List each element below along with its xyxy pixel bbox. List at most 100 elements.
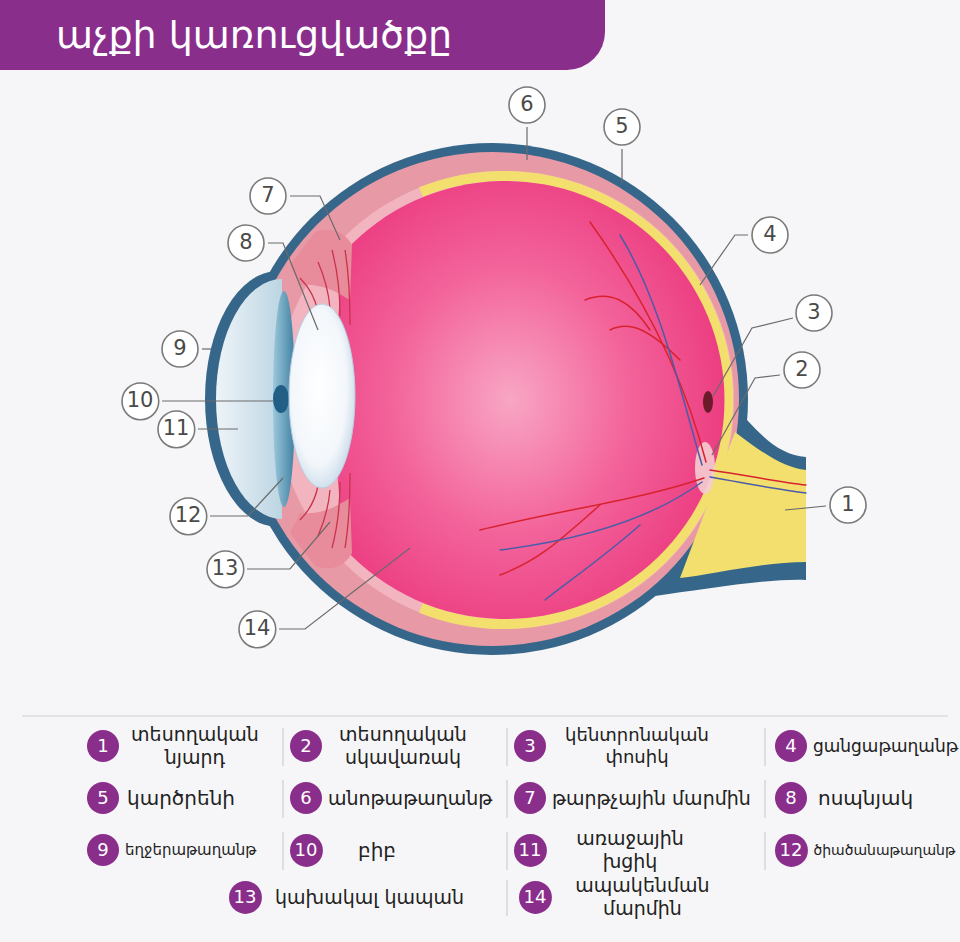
- legend-badge: 10: [290, 834, 323, 867]
- legend-text: տեսողական սկավառակ: [328, 723, 478, 769]
- legend-item: 6անոթաթաղանթ: [290, 782, 492, 814]
- legend-badge-fill: [290, 834, 323, 867]
- zonule-fiber: [318, 262, 330, 308]
- legend-text: առաջային խցիկ: [555, 827, 705, 873]
- callout-number: 8: [227, 224, 265, 262]
- legend-text: ոսպնյակ: [818, 786, 913, 810]
- legend-number: 13: [234, 888, 257, 906]
- legend-text: կարծրենի: [127, 786, 235, 810]
- leader-line: [202, 348, 211, 349]
- callout-number-text: 5: [615, 115, 628, 138]
- vitreous-body: [335, 181, 724, 619]
- leader-line: [198, 428, 238, 429]
- callout-number: 7: [249, 177, 287, 215]
- legend-number: 9: [97, 841, 108, 859]
- leader-line: [162, 400, 274, 401]
- legend-badge-fill: [519, 881, 552, 914]
- legend-badge-fill: [87, 730, 119, 762]
- callout-number: 12: [169, 497, 208, 536]
- legend-text: կախակալ կապան: [275, 886, 464, 909]
- legend-text: տեսողական նյարդ: [125, 723, 265, 769]
- callout-number-text: 7: [261, 184, 274, 207]
- blood-vessel: [500, 482, 702, 550]
- legend-badge-fill: [514, 730, 546, 762]
- callout-circle-outline: [207, 551, 244, 588]
- legend-badge: 7: [514, 782, 546, 814]
- callout-circle-outline: [784, 352, 820, 388]
- legend-text: ցանցաթաղանթ: [813, 736, 958, 756]
- callout-circle-outline: [604, 109, 640, 145]
- blood-vessel: [620, 235, 702, 465]
- legend-text: ծիածանաթաղանթ: [813, 842, 953, 859]
- legend-badge: 8: [775, 782, 807, 814]
- callout-number: 9: [161, 330, 199, 368]
- callout-circle-outline: [170, 498, 207, 535]
- legend-badge-fill: [290, 730, 322, 762]
- lens: [289, 304, 355, 488]
- legend-badge-fill: [514, 834, 547, 867]
- legend-item: 5կարծրենի: [87, 782, 235, 814]
- callout-number: 2: [783, 351, 821, 389]
- callout-circle-outline: [122, 383, 159, 420]
- legend-badge-fill: [290, 782, 322, 814]
- blood-vessel: [585, 296, 650, 330]
- legend-text: բիբ: [358, 838, 396, 862]
- callout-number-text: 6: [520, 93, 533, 116]
- anterior-chamber: [216, 279, 282, 519]
- leader-line: [785, 506, 826, 510]
- legend-number: 4: [785, 737, 796, 755]
- sclera: [236, 143, 748, 655]
- callout-number-text: 12: [175, 504, 202, 527]
- callout-number: 5: [603, 108, 641, 146]
- callout-number-text: 4: [763, 223, 776, 246]
- leader-line: [279, 548, 410, 629]
- legend-item: 14ապակենման մարմին: [519, 874, 728, 920]
- legend-number: 3: [524, 737, 535, 755]
- callout-number-text: 3: [807, 301, 820, 324]
- separator-line: [282, 780, 283, 818]
- legend-item: 4 ցանցաթաղանթ: [775, 730, 958, 762]
- callout-number: 3: [795, 294, 833, 332]
- legend-number: 10: [295, 841, 318, 859]
- blood-vessel: [500, 505, 600, 575]
- legend-badge-fill: [87, 834, 119, 866]
- legend-badge-fill: [775, 834, 808, 867]
- callout-circle-outline: [796, 295, 832, 331]
- legend-badge: 1: [87, 730, 119, 762]
- separator-line: [282, 832, 283, 870]
- legend-item: 11 առաջային խցիկ: [514, 827, 705, 873]
- legend-badge-fill: [229, 881, 262, 914]
- callout-circle-outline: [162, 331, 198, 367]
- legend-number: 11: [519, 841, 542, 859]
- leader-line: [713, 318, 793, 396]
- zonule-fiber: [332, 482, 340, 548]
- leader-line: [712, 375, 780, 455]
- legend-badge: 3: [514, 730, 546, 762]
- title-banner: [0, 0, 605, 70]
- legend-number: 14: [524, 888, 547, 906]
- callout-number-text: 1: [841, 493, 854, 516]
- separator-line: [506, 880, 507, 916]
- blood-vessel: [710, 477, 806, 493]
- callout-number-text: 10: [127, 389, 154, 412]
- legend-item: 9 եղջերաթաղանթ: [87, 834, 256, 866]
- zonule-fiber: [300, 486, 318, 520]
- legend-item: 3կենտրոնական փոսիկ: [514, 724, 722, 767]
- callout-circle-outline: [250, 178, 286, 214]
- legend-item: 12 ծիածանաթաղանթ: [775, 834, 954, 867]
- callout-number-text: 2: [795, 358, 808, 381]
- legend-text: եղջերաթաղանթ: [125, 841, 256, 859]
- separator-line: [506, 728, 507, 766]
- legend-badge: 14: [519, 881, 552, 914]
- separator-line: [764, 780, 765, 818]
- legend-badge-fill: [87, 782, 119, 814]
- choroid: [245, 152, 739, 646]
- separator-line: [764, 832, 765, 870]
- separator-line: [506, 780, 507, 818]
- legend-item: 2տեսողական սկավառակ: [290, 723, 478, 769]
- callout-circle-outline: [239, 611, 276, 648]
- legend-number: 12: [780, 841, 803, 859]
- leader-line: [268, 243, 318, 330]
- ciliary-body: [290, 230, 352, 300]
- leader-line: [210, 478, 283, 516]
